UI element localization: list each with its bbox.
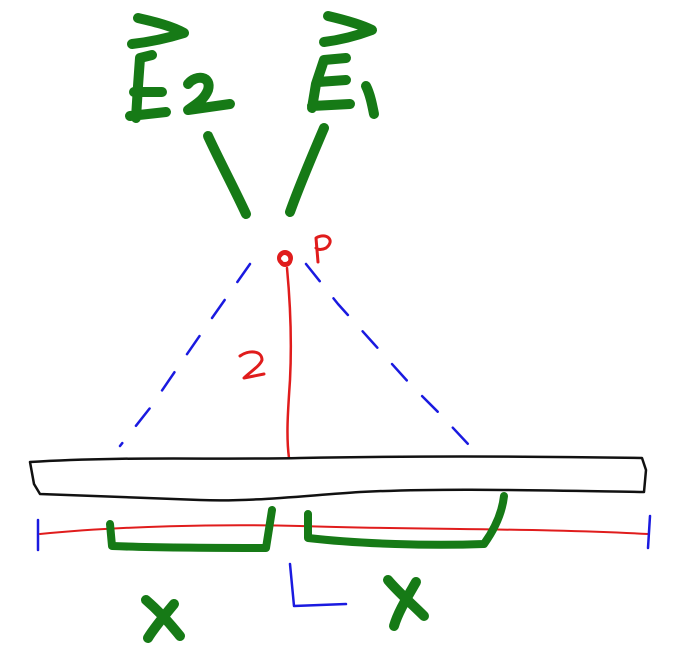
height-label-z (238, 350, 266, 380)
point-p (277, 250, 293, 267)
bracket-right (304, 492, 508, 549)
vector-e2-label (125, 13, 235, 123)
dashed-line-left (118, 262, 252, 448)
length-label-right (383, 575, 429, 631)
e2-arrow-hat (127, 13, 189, 49)
bracket-left (106, 506, 276, 552)
x-right-stroke-2 (389, 577, 421, 631)
e1-field-line (285, 123, 329, 217)
charged-sheet-outline (28, 455, 648, 502)
e1-subscript-1 (361, 81, 379, 119)
e1-letter-e (307, 53, 355, 113)
e2-letter-e (125, 50, 171, 123)
baseline-tick-right (646, 514, 652, 550)
e2-subscript-2 (183, 72, 235, 115)
e1-arrow-hat (319, 11, 377, 47)
x-left-stroke-2 (143, 599, 179, 643)
vector-e1-label (307, 11, 379, 119)
height-line (285, 266, 293, 460)
right-angle-mark (288, 562, 348, 608)
e2-field-line (203, 131, 251, 219)
point-p-label (314, 234, 332, 264)
length-baseline (39, 524, 649, 535)
length-label-left (141, 595, 185, 643)
dashed-line-right (304, 262, 470, 446)
point-p-scribble (278, 251, 293, 267)
